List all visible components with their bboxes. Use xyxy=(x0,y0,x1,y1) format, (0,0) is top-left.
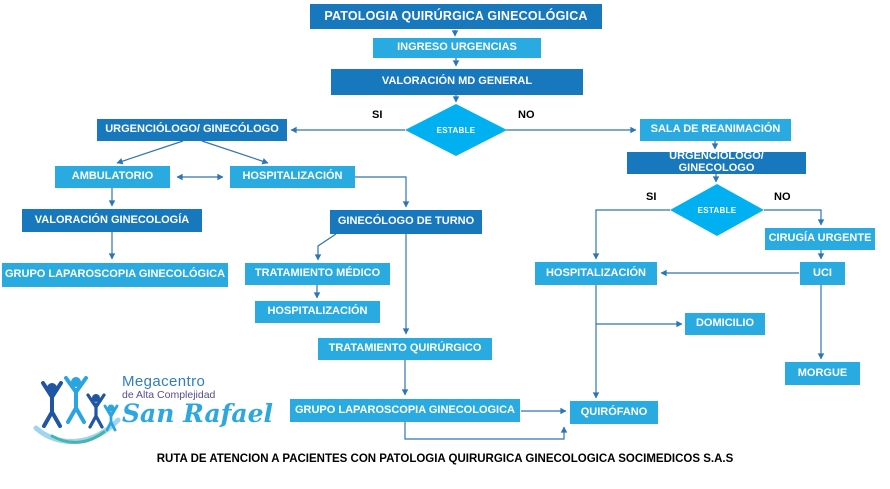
node-ginecologo-de-turno: GINECÓLOGO DE TURNO xyxy=(330,210,482,234)
edge-ginecologo-turno-tratamiento-medico xyxy=(314,233,337,261)
node-quirofano: QUIRÓFANO xyxy=(570,401,658,424)
decision-estable-1: ESTABLE xyxy=(405,104,507,156)
node-grupo-laparoscopia-1: GRUPO LAPAROSCOPIA GINECOLÓGICA xyxy=(2,263,228,287)
logo-text: Megacentro de Alta Complejidad San Rafae… xyxy=(122,373,273,428)
node-domicilio: DOMICILIO xyxy=(685,313,765,335)
node-sala-reanimacion: SALA DE REANIMACIÓN xyxy=(640,119,791,141)
decision-estable-1-label: ESTABLE xyxy=(436,125,476,135)
node-ambulatorio: AMBULATORIO xyxy=(55,166,170,188)
decision-estable-2: ESTABLE xyxy=(670,184,764,236)
family-figures-icon xyxy=(33,376,121,444)
edge-urgenciologo1-hospitalizacion1 xyxy=(201,140,269,165)
edge-urgenciologo1-ambulatorio xyxy=(116,140,184,165)
node-tratamiento-quirurgico: TRATAMIENTO QUIRÚRGICO xyxy=(318,338,492,360)
logo-name-san-rafael: San Rafael xyxy=(122,399,274,428)
hospital-logo: Megacentro de Alta Complejidad San Rafae… xyxy=(28,370,298,452)
node-hospitalizacion-1: HOSPITALIZACIÓN xyxy=(230,166,355,188)
branch-label-no-1: NO xyxy=(518,109,535,121)
node-hospitalizacion-2: HOSPITALIZACIÓN xyxy=(255,301,380,323)
node-uci: UCI xyxy=(800,262,845,285)
node-tratamiento-medico: TRATAMIENTO MÉDICO xyxy=(245,263,390,285)
edge-estable2-si-hospitalizacion3 xyxy=(592,209,670,260)
branch-label-si-1: SI xyxy=(372,109,383,121)
bottom-caption: RUTA DE ATENCION A PACIENTES CON PATOLOG… xyxy=(156,453,734,465)
node-grupo-laparoscopia-2: GRUPO LAPAROSCOPIA GINECOLOGICA xyxy=(290,399,520,422)
node-valoracion-md-general: VALORACIÓN MD GENERAL xyxy=(331,69,583,95)
logo-name-megacentro: Megacentro xyxy=(122,373,206,390)
edge-hospitalizacion1-ginecologo-turno xyxy=(355,176,410,208)
node-valoracion-ginecologia: VALORACIÓN GINECOLOGÍA xyxy=(22,209,202,232)
branch-label-no-2: NO xyxy=(774,191,791,203)
node-urgenciologo-ginecologo-1: URGENCIÓLOGO/ GINECÓLOGO xyxy=(97,119,287,141)
node-urgenciologo-ginecologo-2: URGENCIÓLOGO/ GINECOLOGO xyxy=(627,151,806,174)
branch-label-si-2: SI xyxy=(646,191,657,203)
logo-name-alta-complejidad: de Alta Complejidad xyxy=(122,389,216,401)
node-morgue: MORGUE xyxy=(785,362,860,385)
edge-grupo2-quirofano-bottom xyxy=(404,422,568,440)
decision-estable-2-label: ESTABLE xyxy=(697,205,737,215)
node-cirugia-urgente: CIRUGÍA URGENTE xyxy=(765,228,875,250)
edge-estable2-no-cirugia-urgente xyxy=(764,209,825,226)
node-ingreso-urgencias: INGRESO URGENCIAS xyxy=(373,38,541,58)
page-title: PATOLOGIA QUIRÚRGICA GINECOLÓGICA xyxy=(310,4,602,29)
node-hospitalizacion-3: HOSPITALIZACIÓN xyxy=(535,262,657,285)
